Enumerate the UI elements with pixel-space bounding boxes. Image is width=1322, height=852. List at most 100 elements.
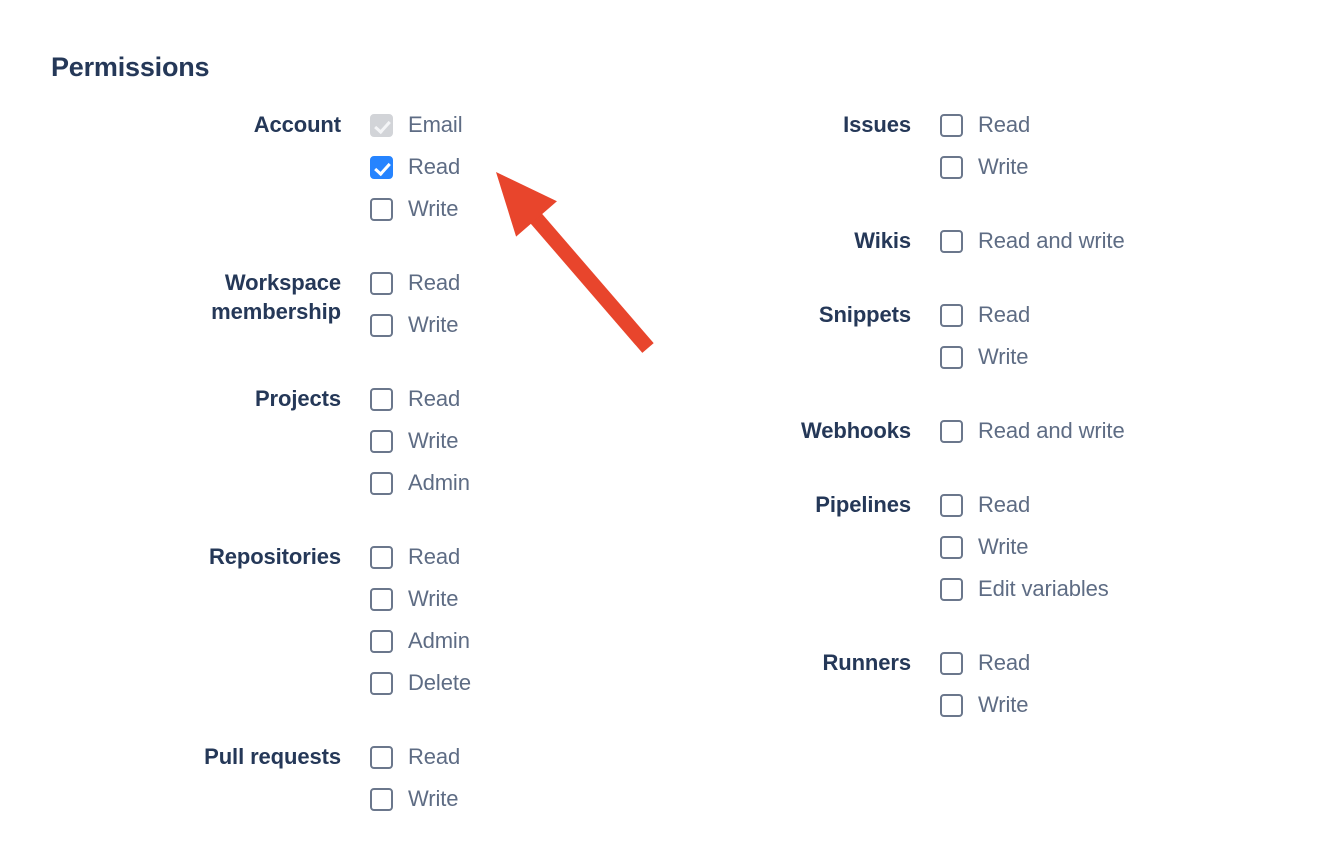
- permission-option-row[interactable]: Write: [940, 146, 1030, 188]
- checkbox-unchecked-icon[interactable]: [940, 693, 963, 717]
- checkbox-disabled-checked-icon: [370, 113, 393, 137]
- checkbox-unchecked-icon[interactable]: [370, 271, 393, 295]
- checkbox-unchecked-icon[interactable]: [370, 197, 393, 221]
- permission-option-label: Admin: [408, 470, 470, 495]
- permission-option-row[interactable]: Admin: [370, 462, 470, 504]
- permission-group-label: Pull requests: [204, 744, 341, 769]
- permission-option-row[interactable]: Read: [940, 642, 1030, 684]
- checkbox-unchecked-icon[interactable]: [940, 577, 963, 601]
- permission-option-row[interactable]: Read: [940, 294, 1030, 336]
- permission-option-list: Read and write: [911, 410, 1125, 452]
- permission-option-label: Read: [408, 270, 461, 295]
- permission-option-row[interactable]: Read: [370, 262, 460, 304]
- permission-option-label: Write: [978, 344, 1029, 369]
- checkbox-unchecked-icon[interactable]: [940, 345, 963, 369]
- checkbox-unchecked-icon[interactable]: [370, 787, 393, 811]
- permission-option-row[interactable]: Read: [940, 484, 1109, 526]
- permission-group-label: Workspace membership: [211, 270, 341, 324]
- checkbox-unchecked-icon[interactable]: [940, 303, 963, 327]
- checkbox-unchecked-icon[interactable]: [370, 387, 393, 411]
- permission-option-row[interactable]: Write: [940, 526, 1109, 568]
- permission-option-label: Read and write: [978, 418, 1125, 443]
- checkbox-unchecked-icon[interactable]: [940, 419, 963, 443]
- permission-option-row[interactable]: Read and write: [940, 220, 1125, 262]
- permission-option-label: Delete: [408, 670, 471, 695]
- permission-option-row[interactable]: Delete: [370, 662, 471, 704]
- permission-option-label: Read: [408, 544, 461, 569]
- permission-option-row[interactable]: Write: [940, 336, 1030, 378]
- permission-group-label: Webhooks: [800, 418, 911, 443]
- checkbox-unchecked-icon[interactable]: [370, 629, 393, 653]
- checkbox-unchecked-icon[interactable]: [940, 535, 963, 559]
- permission-option-row[interactable]: Read: [370, 736, 460, 778]
- permission-option-row[interactable]: Read: [370, 378, 470, 420]
- permission-option-row[interactable]: Email: [370, 104, 463, 146]
- permission-option-row[interactable]: Write: [940, 684, 1030, 726]
- checkbox-unchecked-icon[interactable]: [940, 229, 963, 253]
- checkbox-unchecked-icon[interactable]: [370, 313, 393, 337]
- permission-option-label: Read: [978, 650, 1031, 675]
- checkbox-unchecked-icon[interactable]: [370, 671, 393, 695]
- permission-option-label: Admin: [408, 628, 470, 653]
- checkbox-unchecked-icon[interactable]: [370, 471, 393, 495]
- permission-option-row[interactable]: Read: [370, 146, 463, 188]
- checkbox-unchecked-icon[interactable]: [370, 429, 393, 453]
- checkbox-unchecked-icon[interactable]: [940, 651, 963, 675]
- permission-option-label: Read and write: [978, 228, 1125, 253]
- permission-option-label: Read: [978, 492, 1031, 517]
- permission-option-label: Email: [408, 112, 463, 137]
- permission-option-row[interactable]: Write: [370, 188, 463, 230]
- checkbox-unchecked-icon[interactable]: [370, 745, 393, 769]
- permission-group-label: Issues: [843, 112, 911, 137]
- permission-option-row[interactable]: Admin: [370, 620, 471, 662]
- permission-option-label: Read: [408, 386, 461, 411]
- permission-option-row[interactable]: Write: [370, 304, 460, 346]
- permission-option-label: Write: [978, 154, 1029, 179]
- permission-option-row[interactable]: Read: [940, 104, 1030, 146]
- permission-option-label: Write: [978, 692, 1029, 717]
- checkbox-checked-icon[interactable]: [370, 155, 393, 179]
- permission-group-label: Projects: [254, 386, 341, 411]
- permission-option-row[interactable]: Edit variables: [940, 568, 1109, 610]
- permission-option-row[interactable]: Write: [370, 420, 470, 462]
- permission-option-row[interactable]: Read and write: [940, 410, 1125, 452]
- checkbox-unchecked-icon[interactable]: [940, 155, 963, 179]
- permission-option-label: Write: [978, 534, 1029, 559]
- permission-option-label: Write: [408, 312, 459, 337]
- permission-option-list: Read and write: [911, 220, 1125, 262]
- permission-option-row[interactable]: Write: [370, 578, 471, 620]
- permission-option-label: Write: [408, 196, 459, 221]
- permission-option-row[interactable]: Read: [370, 536, 471, 578]
- checkbox-unchecked-icon[interactable]: [370, 545, 393, 569]
- permission-group-label: Runners: [822, 650, 911, 675]
- permission-option-row[interactable]: Write: [370, 778, 460, 820]
- permission-option-label: Read: [978, 302, 1031, 327]
- checkbox-unchecked-icon[interactable]: [940, 113, 963, 137]
- permission-group-label: Repositories: [208, 544, 341, 569]
- checkbox-unchecked-icon[interactable]: [370, 587, 393, 611]
- permission-group-label: Account: [253, 112, 341, 137]
- permission-option-label: Read: [408, 154, 461, 179]
- permission-group: Webhooks Read and write: [660, 410, 1322, 452]
- page-title: Permissions: [51, 52, 210, 82]
- checkbox-unchecked-icon[interactable]: [940, 493, 963, 517]
- permission-option-label: Read: [978, 112, 1031, 137]
